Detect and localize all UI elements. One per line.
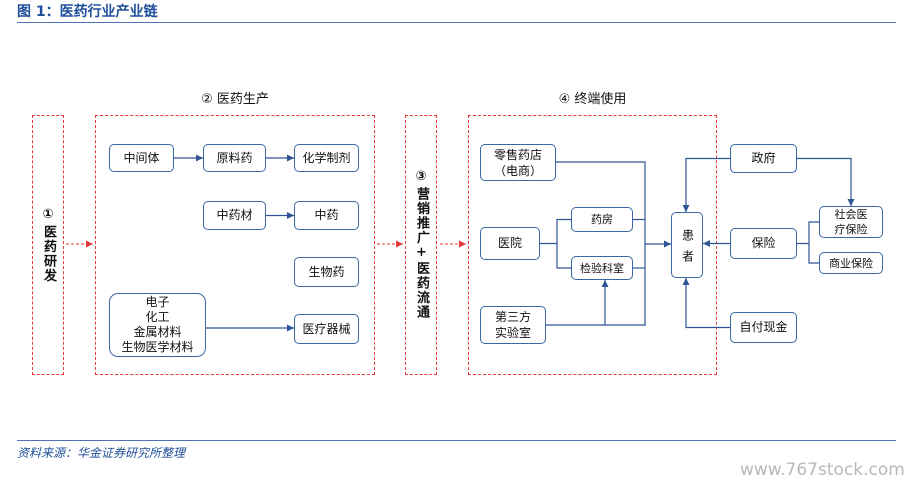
stage-label: 医药研发 [41,224,56,283]
stage-research-label: ① 医药研发 [33,116,63,374]
node-insurance: 保险 [730,228,797,259]
stage-label: 终端使用 [574,92,627,107]
node-chemical: 化学制剂 [294,144,359,172]
stage-number: ② [201,92,213,107]
stage-terminal-box [468,115,717,375]
connector-insurance-types [808,221,819,264]
stage-number: ③ [415,169,427,185]
node-label: 患者 [680,228,695,271]
arrow-self-pay-to-patient [682,278,730,329]
figure-title: 图 1：医药行业产业链 [17,4,158,20]
node-pharmacy: 药房 [571,207,633,232]
title-rule [17,22,896,23]
node-intermediates: 中间体 [109,144,174,172]
node-biologics: 生物药 [294,257,359,287]
node-label-line: 社会医 [834,208,868,221]
node-label-line: 金属材料 [133,325,182,339]
arrow-government-to-social-insurance [797,157,855,206]
node-lab-dept: 检验科室 [571,256,633,280]
watermark: www.767stock.com [740,460,905,480]
node-self-pay: 自付现金 [730,312,797,343]
node-government: 政府 [730,144,797,173]
node-api: 原料药 [203,144,266,172]
node-label-line: 第三方 [494,310,531,324]
node-hospital: 医院 [480,227,540,260]
stage-label: 医药生产 [216,92,269,107]
stage-distribution-box: ③ 营销推广+医药流通 [405,115,437,375]
stage-number: ④ [558,92,571,107]
stage-production-box [95,115,375,375]
node-materials: 电子 化工 金属材料 生物医学材料 [109,293,206,357]
node-social-insurance: 社会医 疗保险 [819,206,883,238]
node-third-party-lab: 第三方 实验室 [480,306,546,344]
node-devices: 医疗器械 [294,314,359,344]
connector-channels-trunk [546,161,646,326]
source-note: 资料来源：华金证券研究所整理 [17,446,186,460]
node-label-line: （电商） [493,163,542,178]
stage-distribution-label: ③ 营销推广+医药流通 [406,116,436,374]
node-retail-pharmacy: 零售药店 （电商） [480,144,556,181]
node-label-line: 生物医学材料 [121,340,194,354]
node-label-line: 电子 [145,295,170,309]
node-commercial-insurance: 商业保险 [819,252,883,274]
node-patient: 患者 [671,212,703,278]
node-tcm-herbs: 中药材 [203,201,266,230]
arrow-government-to-patient [682,157,730,212]
node-label-line: 实验室 [494,326,531,340]
node-label-line: 化工 [145,310,170,324]
node-tcm: 中药 [294,201,359,230]
stage-number: ① [42,206,54,222]
footer-rule [17,440,896,441]
node-label-line: 零售药店 [493,147,542,162]
stage-research-box: ① 医药研发 [32,115,64,375]
stage-label: 营销推广+医药流通 [414,187,429,320]
connector-hospital-departments [556,218,571,269]
node-label-line: 疗保险 [834,223,868,236]
